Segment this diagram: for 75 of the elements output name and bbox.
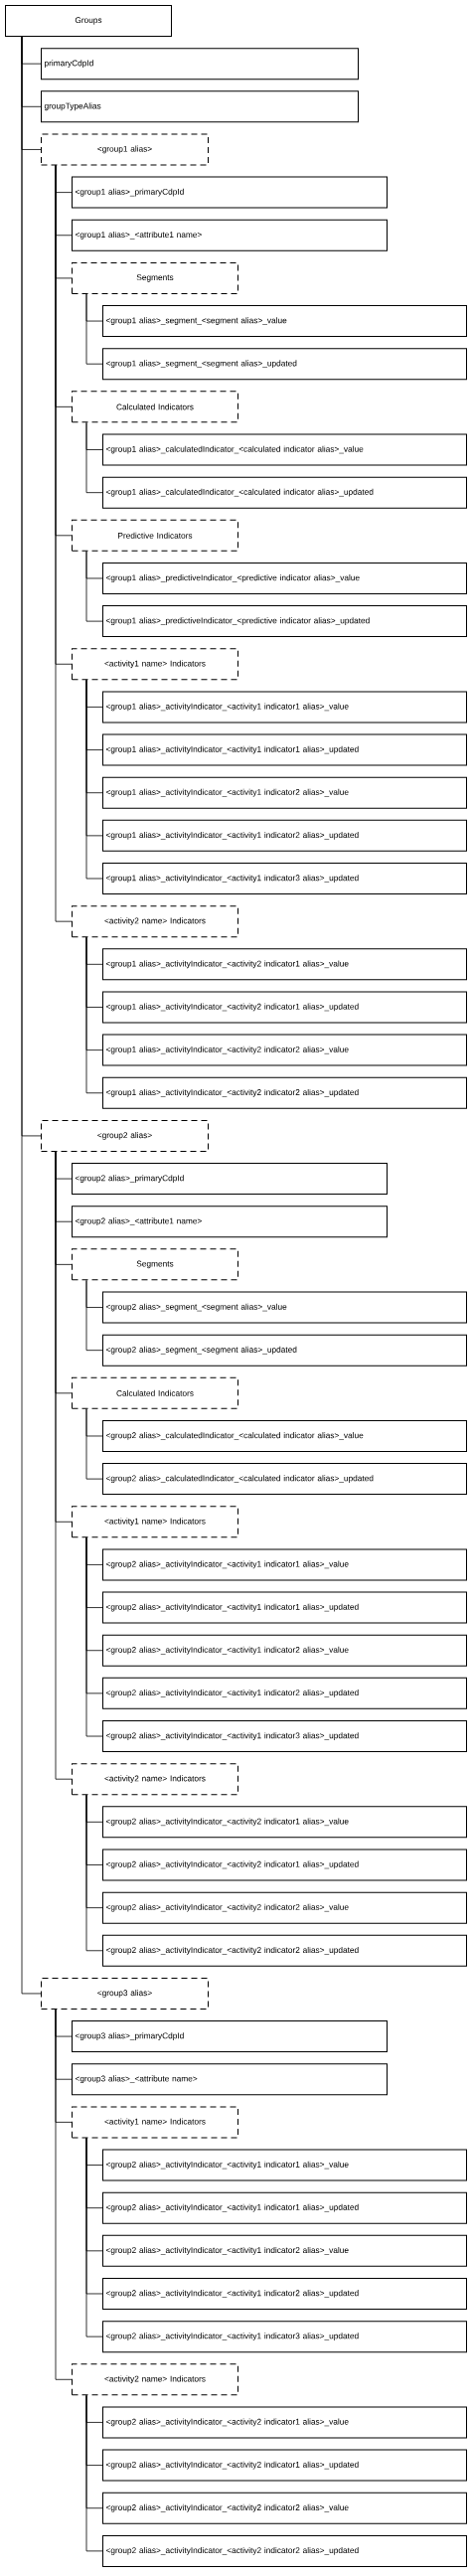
field-box: <group2 alias>_activityIndicator_<activity1 indicator2 alias>_value	[102, 2234, 467, 2267]
field-box: <group2 alias>_activityIndicator_<activity1 indicator1 alias>_updated	[102, 2191, 467, 2224]
connector-line	[85, 2138, 103, 2337]
field-box: <group2 alias>_activityIndicator_<activity2 indicator2 alias>_updated	[102, 2534, 467, 2567]
field-box: <group2 alias>_activityIndicator_<activity1 indicator2 alias>_updated	[102, 2278, 467, 2310]
group-box: Calculated Indicators	[72, 1376, 238, 1409]
field-box: <group1 alias>_<attribute1 name>	[72, 219, 388, 251]
connector-line	[85, 1536, 103, 1737]
field-box: <group2 alias>_activityIndicator_<activity2 indicator2 alias>_updated	[102, 1934, 467, 1967]
group-box: <activity1 name> Indicators	[72, 2106, 238, 2139]
field-box: <group3 alias>_<attribute name>	[72, 2063, 388, 2096]
field-box: <group1 alias>_predictiveIndicator_<predictive indicator alias>_value	[102, 562, 467, 594]
connector-line	[85, 936, 103, 1094]
connector-line	[85, 293, 103, 365]
field-box: <group1 alias>_calculatedIndicator_<calculated indicator alias>_value	[102, 433, 467, 466]
field-box: <group1 alias>_activityIndicator_<activity2 indicator2 alias>_updated	[102, 1076, 467, 1109]
group-box: <activity2 name> Indicators	[72, 2363, 238, 2396]
field-box: <group2 alias>_calculatedIndicator_<calculated indicator alias>_value	[102, 1419, 467, 1452]
field-box: <group1 alias>_activityIndicator_<activity1 indicator1 alias>_value	[102, 691, 467, 724]
field-box: <group2 alias>_activityIndicator_<activity2 indicator1 alias>_value	[102, 2406, 467, 2439]
field-box: <group2 alias>_<attribute1 name>	[72, 1206, 388, 1238]
connector-line	[21, 36, 42, 1995]
field-box: groupTypeAlias	[41, 90, 359, 123]
field-box: primaryCdpId	[41, 48, 359, 80]
connector-line	[85, 1408, 103, 1480]
connector-line	[85, 1794, 103, 1952]
field-box: <group2 alias>_activityIndicator_<activity1 indicator1 alias>_value	[102, 2149, 467, 2181]
field-box: <group2 alias>_segment_<segment alias>_value	[102, 1291, 467, 1324]
field-box: <group2 alias>_activityIndicator_<activity2 indicator1 alias>_updated	[102, 2449, 467, 2482]
connector-line	[85, 1279, 103, 1352]
field-box: <group1 alias>_calculatedIndicator_<calculated indicator alias>_updated	[102, 476, 467, 509]
field-box: <group3 alias>_primaryCdpId	[72, 2020, 388, 2053]
field-box: <group2 alias>_activityIndicator_<activity1 indicator2 alias>_value	[102, 1634, 467, 1667]
field-box: <group1 alias>_activityIndicator_<activity2 indicator1 alias>_updated	[102, 991, 467, 1024]
group-box: <activity2 name> Indicators	[72, 905, 238, 938]
connector-line	[85, 551, 103, 622]
field-box: <group2 alias>_activityIndicator_<activity2 indicator1 alias>_updated	[102, 1849, 467, 1881]
field-box: <group1 alias>_primaryCdpId	[72, 176, 388, 209]
field-box: <group1 alias>_activityIndicator_<activity1 indicator1 alias>_updated	[102, 733, 467, 766]
field-box: <group2 alias>_activityIndicator_<activity1 indicator1 alias>_value	[102, 1548, 467, 1581]
group-box: <activity1 name> Indicators	[72, 648, 238, 681]
field-box: <group2 alias>_segment_<segment alias>_updated	[102, 1334, 467, 1367]
field-box: <group1 alias>_activityIndicator_<activity2 indicator2 alias>_value	[102, 1034, 467, 1066]
group-box: <activity1 name> Indicators	[72, 1506, 238, 1538]
connector-line	[85, 679, 103, 880]
field-box: <group2 alias>_calculatedIndicator_<calculated indicator alias>_updated	[102, 1463, 467, 1496]
field-box: <group1 alias>_activityIndicator_<activity1 indicator2 alias>_updated	[102, 819, 467, 852]
group-box: Calculated Indicators	[72, 391, 238, 423]
field-box: <group2 alias>_activityIndicator_<activity2 indicator2 alias>_value	[102, 2492, 467, 2524]
group-box: Segments	[72, 261, 238, 294]
field-box: <group1 alias>_segment_<segment alias>_value	[102, 305, 467, 338]
connector-line	[55, 2009, 73, 2380]
field-box: <group2 alias>_activityIndicator_<activity1 indicator2 alias>_updated	[102, 1677, 467, 1709]
field-box: <group1 alias>_activityIndicator_<activity1 indicator3 alias>_updated	[102, 863, 467, 894]
field-box: <group1 alias>_activityIndicator_<activity1 indicator2 alias>_value	[102, 776, 467, 809]
group-box: <group3 alias>	[41, 1977, 209, 2010]
field-box: <group2 alias>_activityIndicator_<activity1 indicator1 alias>_updated	[102, 1591, 467, 1624]
group-box: <activity2 name> Indicators	[72, 1763, 238, 1796]
connector-line	[55, 1151, 73, 1780]
connector-line	[55, 165, 73, 922]
field-box: <group2 alias>_primaryCdpId	[72, 1163, 388, 1196]
field-box: <group2 alias>_activityIndicator_<activity1 indicator3 alias>_updated	[102, 2321, 467, 2353]
group-box: <group1 alias>	[41, 133, 209, 166]
field-box: <group1 alias>_predictiveIndicator_<predictive indicator alias>_updated	[102, 605, 467, 638]
root-box: Groups	[5, 5, 172, 37]
field-box: <group1 alias>_segment_<segment alias>_updated	[102, 348, 467, 381]
connector-line	[85, 421, 103, 494]
group-box: Predictive Indicators	[72, 519, 238, 552]
connector-line	[85, 2394, 103, 2552]
field-box: <group2 alias>_activityIndicator_<activity1 indicator3 alias>_updated	[102, 1720, 467, 1752]
field-box: <group2 alias>_activityIndicator_<activity2 indicator1 alias>_value	[102, 1806, 467, 1839]
field-box: <group2 alias>_activityIndicator_<activity2 indicator2 alias>_value	[102, 1891, 467, 1924]
group-box: <group2 alias>	[41, 1119, 209, 1152]
group-box: Segments	[72, 1248, 238, 1281]
field-box: <group1 alias>_activityIndicator_<activity2 indicator1 alias>_value	[102, 948, 467, 981]
